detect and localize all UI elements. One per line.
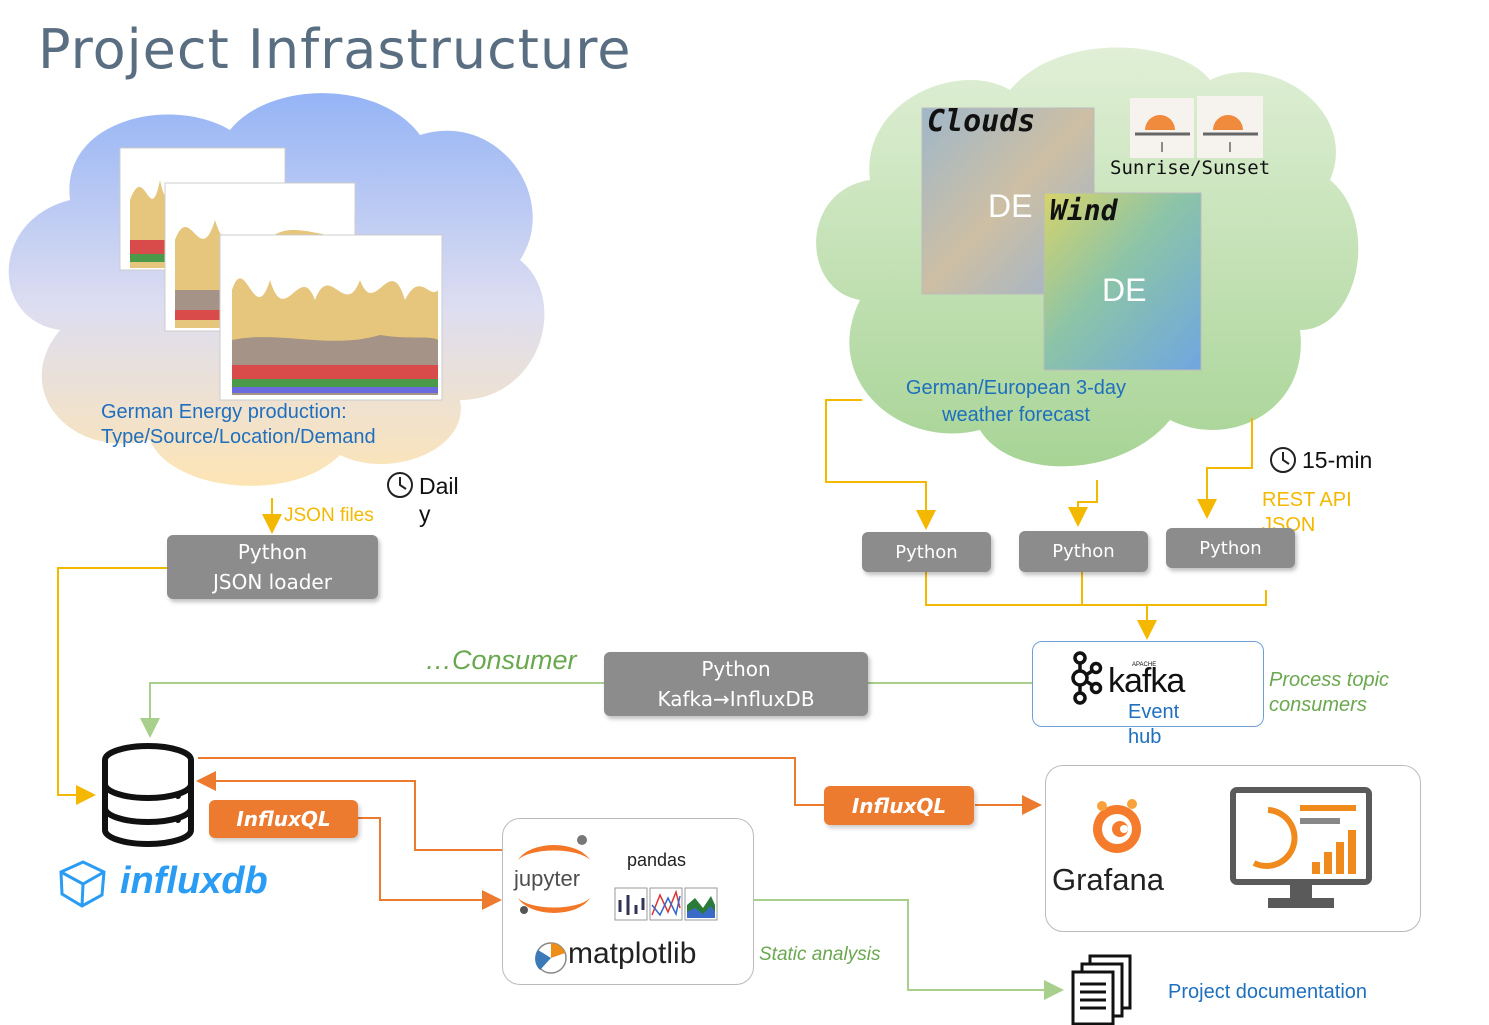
consumer-box-line2: Kafka→InfluxDB (657, 687, 815, 711)
weather-caption-line1: German/European 3-day (905, 377, 1127, 399)
json-files-label: JSON files (284, 505, 374, 526)
python-box-3: Python (1166, 528, 1295, 568)
clock-icon-daily (387, 472, 413, 498)
page-title: Project Infrastructure (38, 18, 632, 81)
process-line1: Process topic (1269, 669, 1390, 691)
python-json-loader-box: Python JSON loader (167, 535, 378, 599)
influxql-box-left: InfluxQL (209, 800, 358, 838)
energy-caption-line1: German Energy production: (101, 401, 347, 423)
jupyter-label: jupyter (514, 866, 581, 891)
sunset-icon (1197, 96, 1263, 158)
rest-api-line1: REST API (1262, 489, 1352, 511)
daily-line2: y (419, 501, 431, 527)
event-hub-line1: Event (1128, 701, 1180, 723)
consumer-box-line1: Python (701, 657, 771, 681)
kafka-apache-label: APACHE (1132, 662, 1157, 668)
influxdb-logo-icon (59, 860, 106, 908)
energy-caption: German Energy production: Type/Source/Lo… (101, 400, 376, 450)
kafka-label: kafka (1108, 662, 1185, 700)
kafka-logo-icon (1068, 650, 1104, 706)
event-hub-line2: hub (1128, 726, 1162, 748)
fifteen-min-label: 15-min (1302, 447, 1373, 473)
python-box-2: Python (1019, 531, 1148, 572)
project-documentation-label: Project documentation (1168, 981, 1368, 1003)
sunrise-icon (1130, 98, 1194, 158)
static-analysis-label: Static analysis (759, 944, 881, 965)
weather-caption-line2: weather forecast (942, 404, 1090, 426)
energy-caption-line2: Type/Source/Location/Demand (101, 426, 376, 448)
documents-icon (1071, 954, 1132, 1025)
json-loader-line1: Python (237, 540, 308, 564)
energy-charts-stack (119, 147, 443, 401)
influxdb-label: influxdb (120, 860, 268, 902)
grafana-box (1045, 765, 1421, 932)
pandas-label: pandas (627, 850, 687, 870)
yellow-arrows (57, 399, 1267, 805)
sunrise-sunset-label: Sunrise/Sunset (1110, 157, 1271, 179)
clock-icon-15min (1270, 447, 1296, 473)
wind-map (1043, 192, 1202, 371)
python-box-1: Python (862, 532, 991, 572)
de-label-wind: DE (1102, 272, 1147, 308)
consumer-label: …Consumer (425, 645, 577, 675)
process-consumers-label: Process topic consumers (1269, 668, 1389, 718)
daily-line1: Dail (419, 473, 459, 499)
daily-schedule-label: Dail y (419, 472, 459, 528)
event-hub-label: Event hub (1128, 700, 1179, 750)
orange-arrows (196, 757, 1042, 910)
wind-label: Wind (1050, 194, 1118, 227)
matplotlib-label: matplotlib (568, 937, 697, 970)
python-kafka-influxdb-box: Python Kafka→InfluxDB (604, 652, 868, 716)
green-arrows (140, 682, 1064, 1000)
influxql-box-right: InfluxQL (824, 786, 974, 825)
grafana-label: Grafana (1052, 862, 1165, 897)
kafka-box (1032, 641, 1264, 727)
database-icon (102, 743, 194, 847)
de-label-clouds: DE (988, 188, 1033, 224)
process-line2: consumers (1269, 694, 1367, 716)
weather-caption: German/European 3-day weather forecast (880, 375, 1152, 429)
clouds-label: Clouds (927, 104, 1036, 139)
json-loader-line2: JSON loader (213, 570, 332, 594)
